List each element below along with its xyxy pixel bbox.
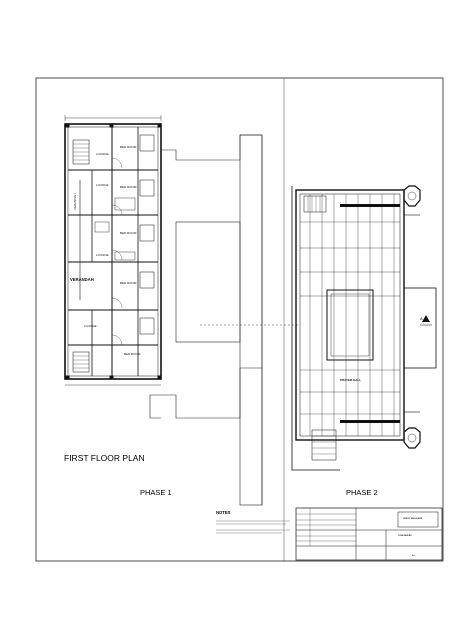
minaret-bottom	[403, 427, 421, 449]
phase-2-label: PHASE 2	[346, 488, 378, 497]
room-label-bedroom: BED ROOM	[120, 281, 137, 285]
room-label-lounge: LOUNGE	[96, 152, 109, 156]
plan-title: FIRST FLOOR PLAN	[64, 453, 145, 463]
room-label-lounge: LOUNGE	[84, 324, 97, 328]
grid-marker-a: A	[420, 316, 423, 321]
title-block	[295, 507, 443, 561]
sheet-number: A-1	[412, 554, 416, 557]
minaret-top	[403, 185, 421, 207]
notes-heading: NOTES	[216, 510, 231, 515]
room-label-bedroom: BED ROOM	[120, 231, 137, 235]
room-label-bedroom: BED ROOM	[124, 352, 141, 356]
notes-lines	[216, 520, 290, 534]
room-label-lounge: LOUNGE	[96, 253, 109, 257]
sheet-border	[35, 77, 444, 562]
room-label-verandah-side: VERANDAH	[73, 193, 77, 210]
room-label-verandah: VERANDAH	[70, 277, 94, 282]
company-name: FEROZ BUILDERS	[403, 518, 423, 520]
room-label-prayer-hall: PRAYER HALL	[340, 378, 361, 382]
room-label-bedroom: BED ROOM	[120, 185, 137, 189]
room-label-bedroom: BED ROOM	[120, 145, 137, 149]
phase-1-label: PHASE 1	[140, 488, 172, 497]
phase-1-plan	[64, 115, 162, 386]
site-outline	[149, 134, 300, 506]
project-name: 1234 MASJID	[398, 534, 412, 537]
room-label-lounge: LOUNGE	[96, 183, 109, 187]
phase-2-plan	[291, 185, 437, 471]
